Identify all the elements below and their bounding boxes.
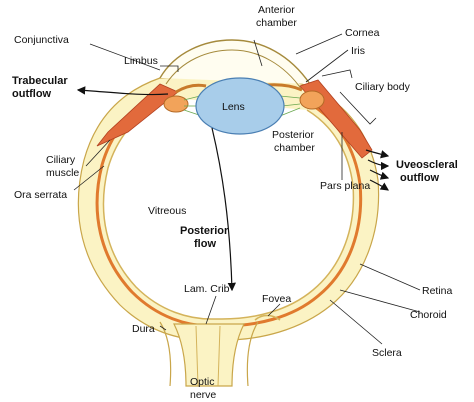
label-anterior-chamber-1: Anterior: [258, 4, 295, 16]
label-uveoscleral-2: outflow: [400, 172, 440, 184]
ciliary-muscle-left: [96, 83, 179, 147]
label-sclera: Sclera: [372, 347, 402, 359]
lens: [195, 77, 285, 135]
label-fovea: Fovea: [262, 293, 291, 305]
uveoscleral-outflow-arrows: [365, 149, 390, 191]
label-limbus: Limbus: [124, 55, 158, 67]
label-conjunctiva: Conjunctiva: [14, 34, 69, 46]
label-posterior-flow-2: flow: [194, 238, 216, 250]
label-uveoscleral-1: Uveoscleral: [396, 159, 458, 171]
iris-left: [175, 83, 207, 94]
ciliary-body-left: [163, 95, 189, 113]
label-vitreous: Vitreous: [148, 205, 186, 217]
label-posterior-flow-1: Posterior: [180, 225, 229, 237]
dura: [159, 321, 172, 387]
label-retina: Retina: [422, 285, 453, 297]
label-optic-nerve-1: Optic: [190, 376, 215, 388]
label-optic-nerve-2: nerve: [190, 389, 216, 401]
label-choroid: Choroid: [410, 309, 447, 321]
cornea: [159, 39, 311, 85]
label-anterior-chamber-2: chamber: [256, 17, 297, 29]
optic-nerve: [173, 323, 245, 387]
label-cornea: Cornea: [345, 27, 380, 39]
label-dura: Dura: [132, 323, 155, 335]
label-posterior-chamber-2: chamber: [274, 142, 315, 154]
label-lam-crib: Lam. Crib: [184, 283, 230, 295]
label-posterior-chamber-1: Posterior: [272, 129, 315, 141]
label-ciliary-muscle-2: muscle: [46, 167, 79, 179]
label-trabecular-1: Trabecular: [12, 75, 68, 87]
fovea: [254, 314, 281, 321]
label-ciliary-muscle-1: Ciliary: [46, 154, 76, 166]
label-lens: Lens: [222, 101, 245, 113]
label-ora-serrata: Ora serrata: [14, 189, 67, 201]
label-trabecular-2: outflow: [12, 88, 52, 100]
label-pars-plana: Pars plana: [320, 180, 370, 192]
retina: [102, 97, 355, 320]
posterior-flow-arrow: [211, 127, 236, 292]
label-ciliary-body: Ciliary body: [355, 81, 411, 93]
label-iris: Iris: [351, 45, 365, 57]
ciliary-body-right: [299, 90, 325, 110]
zonules: [183, 95, 301, 117]
trabecular-outflow-arrow: [76, 86, 169, 96]
